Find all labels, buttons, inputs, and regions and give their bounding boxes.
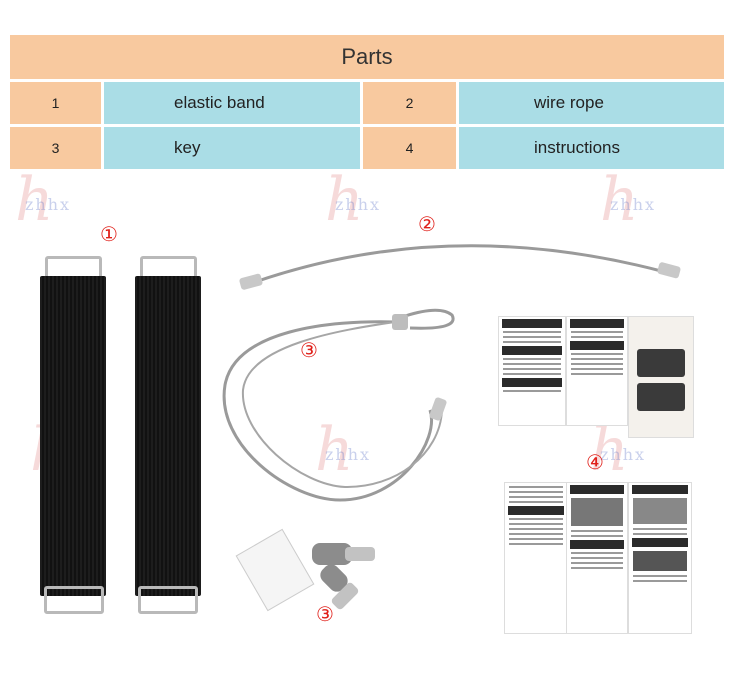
part-name: elastic band [104, 82, 360, 124]
strap-label: ① [100, 222, 118, 246]
instruction-manual-page [566, 482, 628, 634]
instruction-manual-page [566, 316, 628, 426]
elastic-band-strap [135, 276, 201, 596]
part-number: 2 [363, 82, 456, 124]
part-number: 3 [10, 127, 101, 169]
strap-ring-bottom [138, 586, 198, 614]
parts-table-title: Parts [10, 35, 724, 79]
instruction-manual-page [628, 316, 694, 438]
elastic-band-strap [40, 276, 106, 596]
parts-table-row: 1 elastic band 2 wire rope [10, 82, 724, 124]
key-tag [235, 528, 315, 612]
part-name: wire rope [459, 82, 724, 124]
strap-ring-bottom [44, 586, 104, 614]
part-name: instructions [459, 127, 724, 169]
part-name: key [104, 127, 360, 169]
parts-table-row: 3 key 4 instructions [10, 127, 724, 169]
wire-rope-label: ② [418, 212, 436, 236]
instruction-manual-page [628, 482, 692, 634]
cable-label: ③ [300, 338, 318, 362]
instructions-label: ④ [586, 450, 604, 474]
instruction-manual-page [504, 482, 568, 634]
instruction-manual-page [498, 316, 566, 426]
part-number: 4 [363, 127, 456, 169]
key-label: ③ [316, 602, 334, 626]
part-number: 1 [10, 82, 101, 124]
